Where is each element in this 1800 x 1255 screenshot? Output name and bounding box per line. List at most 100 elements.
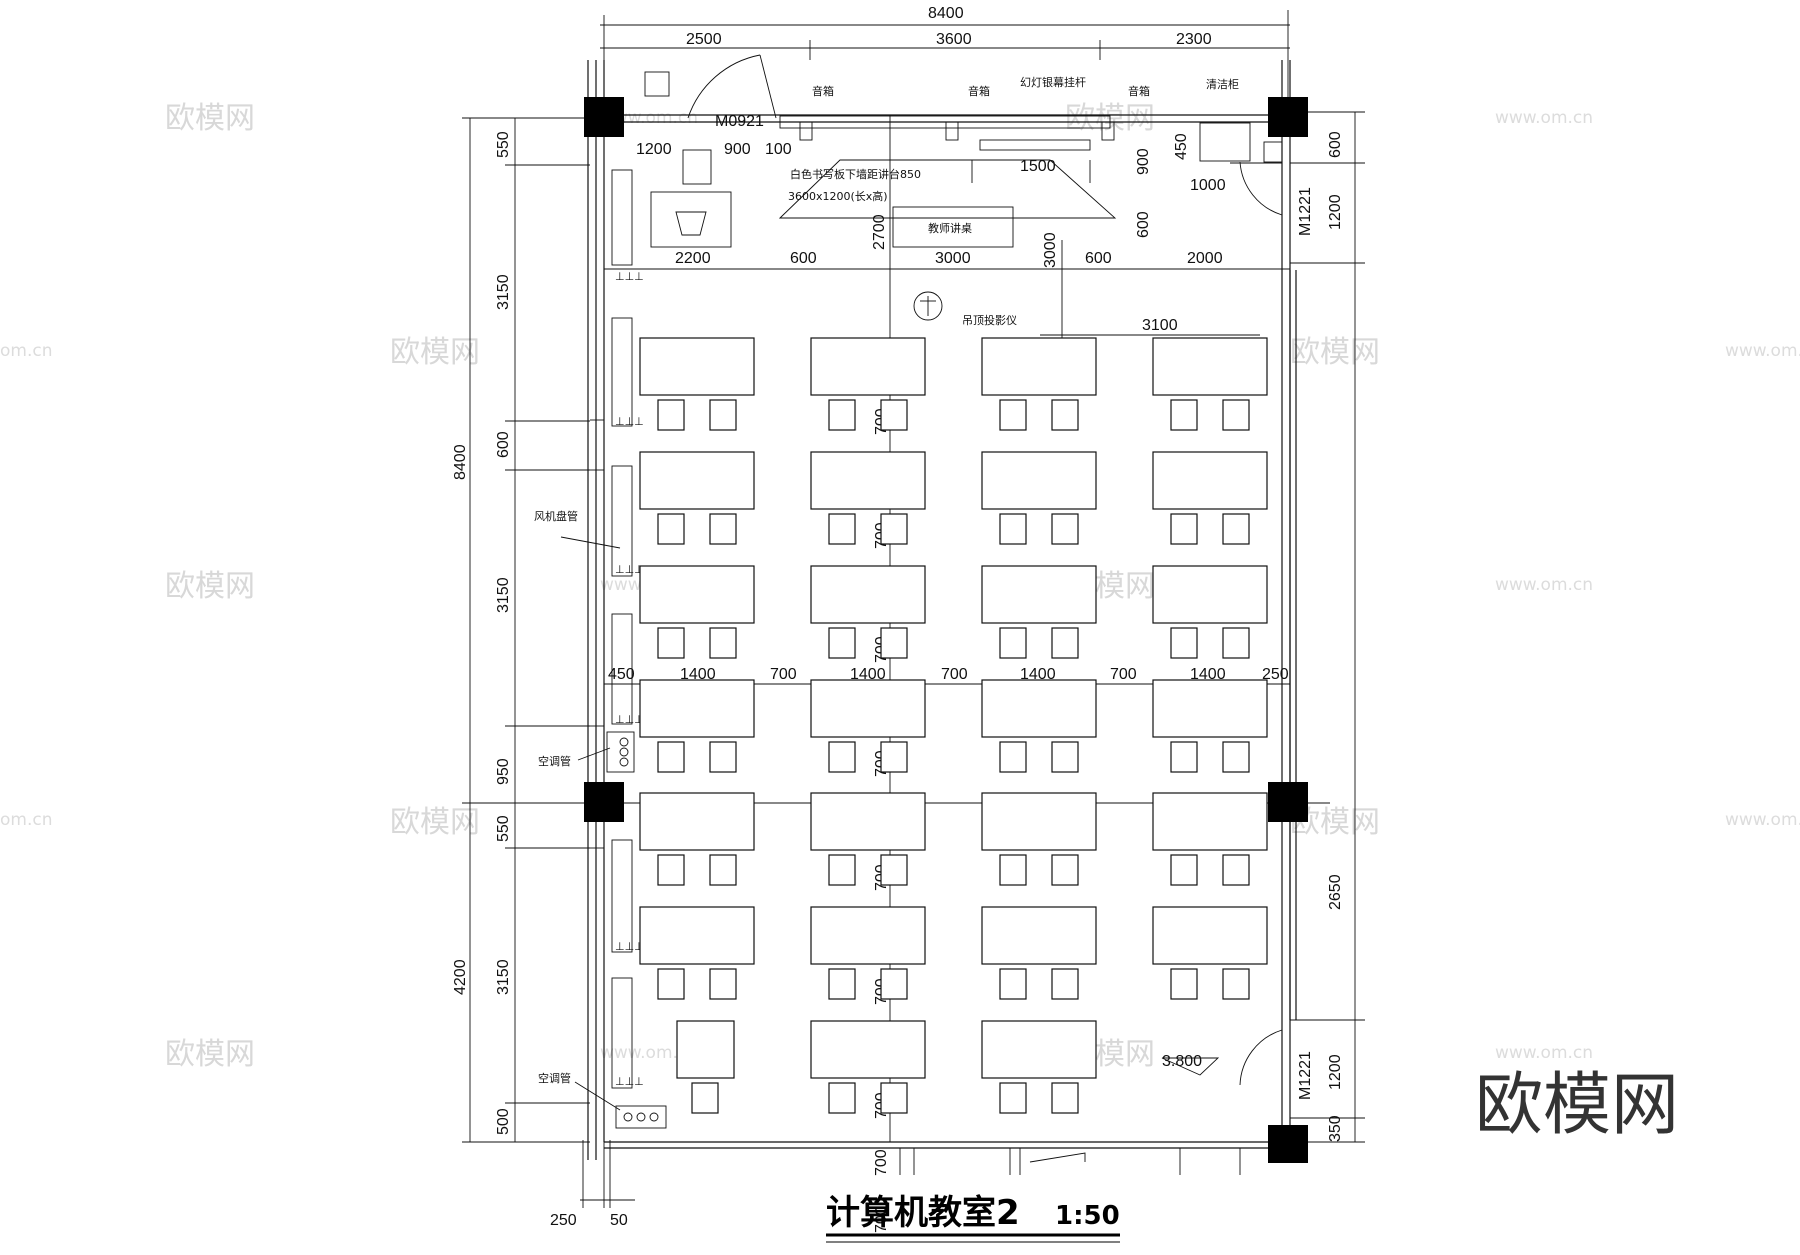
student-desk xyxy=(981,565,1097,624)
dim-right: 1200 xyxy=(1327,194,1344,230)
dim-row: 450 xyxy=(608,666,635,683)
dim-right: 350 xyxy=(1327,1115,1344,1142)
cleaning-cabinet-label: 清洁柜 xyxy=(1206,78,1239,91)
cleaning-cabinet xyxy=(1199,122,1251,162)
door-label: M0921 xyxy=(715,113,764,130)
column xyxy=(1268,1125,1308,1163)
dim-front: 900 xyxy=(724,141,751,158)
speaker xyxy=(945,121,959,141)
student-desk xyxy=(810,906,926,965)
dim-row: 1400 xyxy=(1020,666,1056,683)
student-chair xyxy=(999,1082,1027,1114)
student-chair xyxy=(709,513,737,545)
speaker-label: 音箱 xyxy=(968,84,990,98)
watermark: 欧模网 xyxy=(165,569,255,604)
dim-row: 1400 xyxy=(1190,666,1226,683)
student-desk xyxy=(1152,906,1268,965)
dim-row: 1400 xyxy=(680,666,716,683)
ac-pipe-label: 空调管 xyxy=(538,1071,571,1085)
student-chair xyxy=(691,1082,719,1114)
plan-labels: M0921 M1221 M1221 音箱 音箱 音箱 幻灯银幕挂杆 清洁柜 白色… xyxy=(534,75,1314,1100)
dim-left-inner: 3150 xyxy=(495,274,512,310)
watermark-url: www.om.cn xyxy=(1725,810,1800,830)
brand-watermark: 欧模网 xyxy=(1475,1066,1679,1145)
watermark-url: www.om.cn xyxy=(1495,1043,1593,1063)
student-chair xyxy=(880,854,908,886)
dim-left-inner: 3150 xyxy=(495,959,512,995)
dim-row: 1400 xyxy=(850,666,886,683)
student-desk xyxy=(639,679,755,738)
student-desk xyxy=(639,337,755,396)
student-desk xyxy=(676,1020,735,1079)
watermark-url: om.cn xyxy=(0,341,53,361)
column xyxy=(1268,97,1308,137)
dim-front: 3000 xyxy=(1042,232,1059,268)
dim-left-inner: 600 xyxy=(495,431,512,458)
watermark-url: www.om.cn xyxy=(1495,108,1593,128)
dim-top-overall: 8400 xyxy=(928,5,964,22)
student-desk xyxy=(810,792,926,851)
student-desk xyxy=(981,792,1097,851)
watermark: 欧模网 xyxy=(390,335,480,370)
dim-top-segment: 2300 xyxy=(1176,31,1212,48)
svg-text:⊥⊥⊥: ⊥⊥⊥ xyxy=(615,1075,644,1088)
student-chair xyxy=(657,513,685,545)
speaker-label: 音箱 xyxy=(812,84,834,98)
student-chair xyxy=(828,627,856,659)
lectern-label: 教师讲桌 xyxy=(928,221,972,235)
dim-right: 600 xyxy=(1327,131,1344,158)
student-chair xyxy=(1170,741,1198,773)
dim-left-inner: 950 xyxy=(495,758,512,785)
student-chair xyxy=(1170,968,1198,1000)
dim-front: 2700 xyxy=(871,214,888,250)
whiteboard-size: 3600x1200(长x高) xyxy=(788,189,888,203)
student-chair xyxy=(828,399,856,431)
dim-front: 600 xyxy=(1085,250,1112,267)
door-label: M1221 xyxy=(1297,187,1314,236)
student-desk xyxy=(810,565,926,624)
student-desk xyxy=(810,679,926,738)
dim-left-inner: 550 xyxy=(495,131,512,158)
dim-front: 450 xyxy=(1173,133,1190,160)
student-chair xyxy=(828,968,856,1000)
column xyxy=(584,782,624,822)
title-name: 计算机教室2 xyxy=(826,1193,1020,1233)
watermark: 欧模网 xyxy=(165,101,255,136)
student-chair xyxy=(657,627,685,659)
watermark-url: www.om.cn xyxy=(600,1043,698,1063)
dim-left-outer: 8400 xyxy=(452,444,469,480)
student-chair xyxy=(828,1082,856,1114)
student-chair xyxy=(828,513,856,545)
student-desk xyxy=(1152,451,1268,510)
dim-aisle: 700 xyxy=(873,1206,890,1233)
drawing-title: 计算机教室2 1:50 xyxy=(826,1193,1120,1243)
teacher-chair xyxy=(682,149,712,185)
student-desk xyxy=(810,337,926,396)
dim-right: 2650 xyxy=(1327,874,1344,910)
dim-front: 1200 xyxy=(636,141,672,158)
student-chair xyxy=(999,399,1027,431)
student-desk xyxy=(1152,792,1268,851)
student-desk xyxy=(810,451,926,510)
watermark-url: www.om.cn xyxy=(1495,575,1593,595)
student-desk xyxy=(639,906,755,965)
structural-columns xyxy=(584,97,1308,1163)
student-chair xyxy=(1222,741,1250,773)
student-desk xyxy=(1152,337,1268,396)
speaker xyxy=(1101,121,1115,141)
student-chair xyxy=(880,741,908,773)
student-chair xyxy=(999,854,1027,886)
dim-front: 1000 xyxy=(1190,177,1226,194)
student-chair xyxy=(709,741,737,773)
svg-text:⊥⊥⊥: ⊥⊥⊥ xyxy=(615,270,644,283)
speaker-label: 音箱 xyxy=(1128,84,1150,98)
dim-left-inner: 500 xyxy=(495,1108,512,1135)
dim-left-inner: 550 xyxy=(495,815,512,842)
student-chair xyxy=(1051,513,1079,545)
student-chair xyxy=(1170,627,1198,659)
dim-right: 1200 xyxy=(1327,1054,1344,1090)
dim-row: 700 xyxy=(941,666,968,683)
student-desk xyxy=(639,792,755,851)
ac-pipe-label: 空调管 xyxy=(538,754,571,768)
